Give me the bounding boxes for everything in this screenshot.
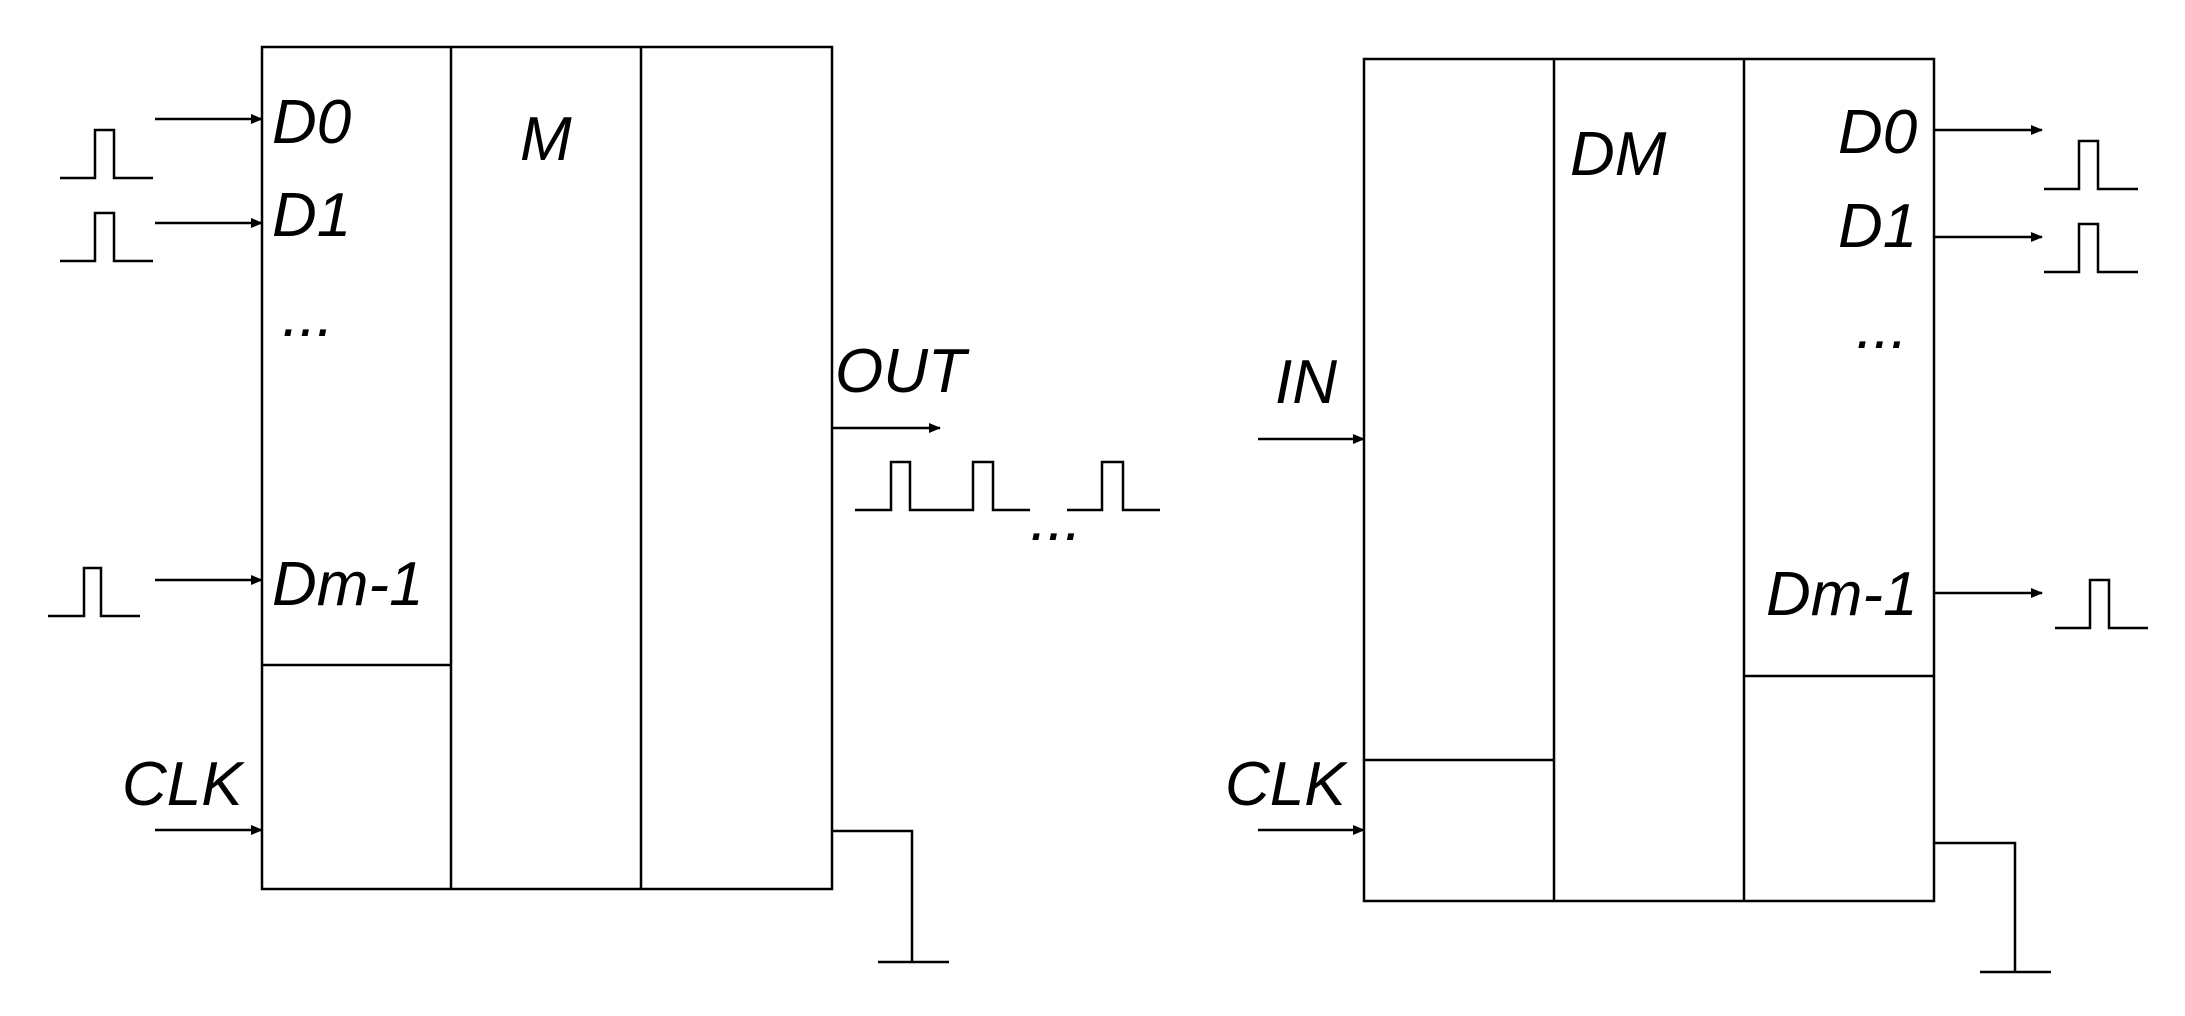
mux-output-pulse-train-a	[855, 460, 1030, 512]
mux-input-dm1-pulse	[48, 566, 140, 618]
mux-input-d1-pulse	[60, 211, 153, 263]
demux-output-d0-label: D0	[1838, 98, 1917, 167]
demux-output-dm1-label: Dm-1	[1766, 560, 1918, 629]
demux-clock-label: CLK	[1225, 750, 1348, 819]
demux-output-dm1-pulse	[2055, 578, 2148, 630]
demux-output-d1-label: D1	[1838, 192, 1917, 261]
mux-input-ellipsis: ...	[282, 281, 334, 350]
demux-input-label: IN	[1275, 348, 1337, 417]
demultiplexer-block: DM IN CLK D0 D1 ... Dm-1	[1225, 57, 2148, 974]
demux-output-ellipsis: ...	[1856, 293, 1908, 362]
mux-input-dm1-label: Dm-1	[272, 550, 424, 619]
mux-input-d1-label: D1	[272, 181, 351, 250]
mux-title: M	[520, 105, 572, 174]
demux-output-d0-pulse	[2044, 139, 2138, 191]
mux-ground-wire	[832, 829, 914, 962]
mux-output-label: OUT	[835, 337, 970, 406]
mux-outer-box	[260, 45, 834, 891]
multiplexer-block: M D0 D1 ... Dm-1 CLK OUT ...	[48, 45, 1160, 964]
demux-title: DM	[1570, 120, 1667, 189]
mux-output-ellipsis: ...	[1030, 485, 1082, 554]
mux-input-d0-pulse	[60, 128, 153, 180]
demux-output-d1-pulse	[2044, 222, 2138, 274]
mux-output-pulse-train-b	[1067, 460, 1160, 512]
mux-clock-label: CLK	[122, 750, 245, 819]
mux-input-d0-label: D0	[272, 88, 351, 157]
demux-outer-box	[1362, 57, 1936, 903]
demux-ground-wire	[1934, 841, 2017, 972]
